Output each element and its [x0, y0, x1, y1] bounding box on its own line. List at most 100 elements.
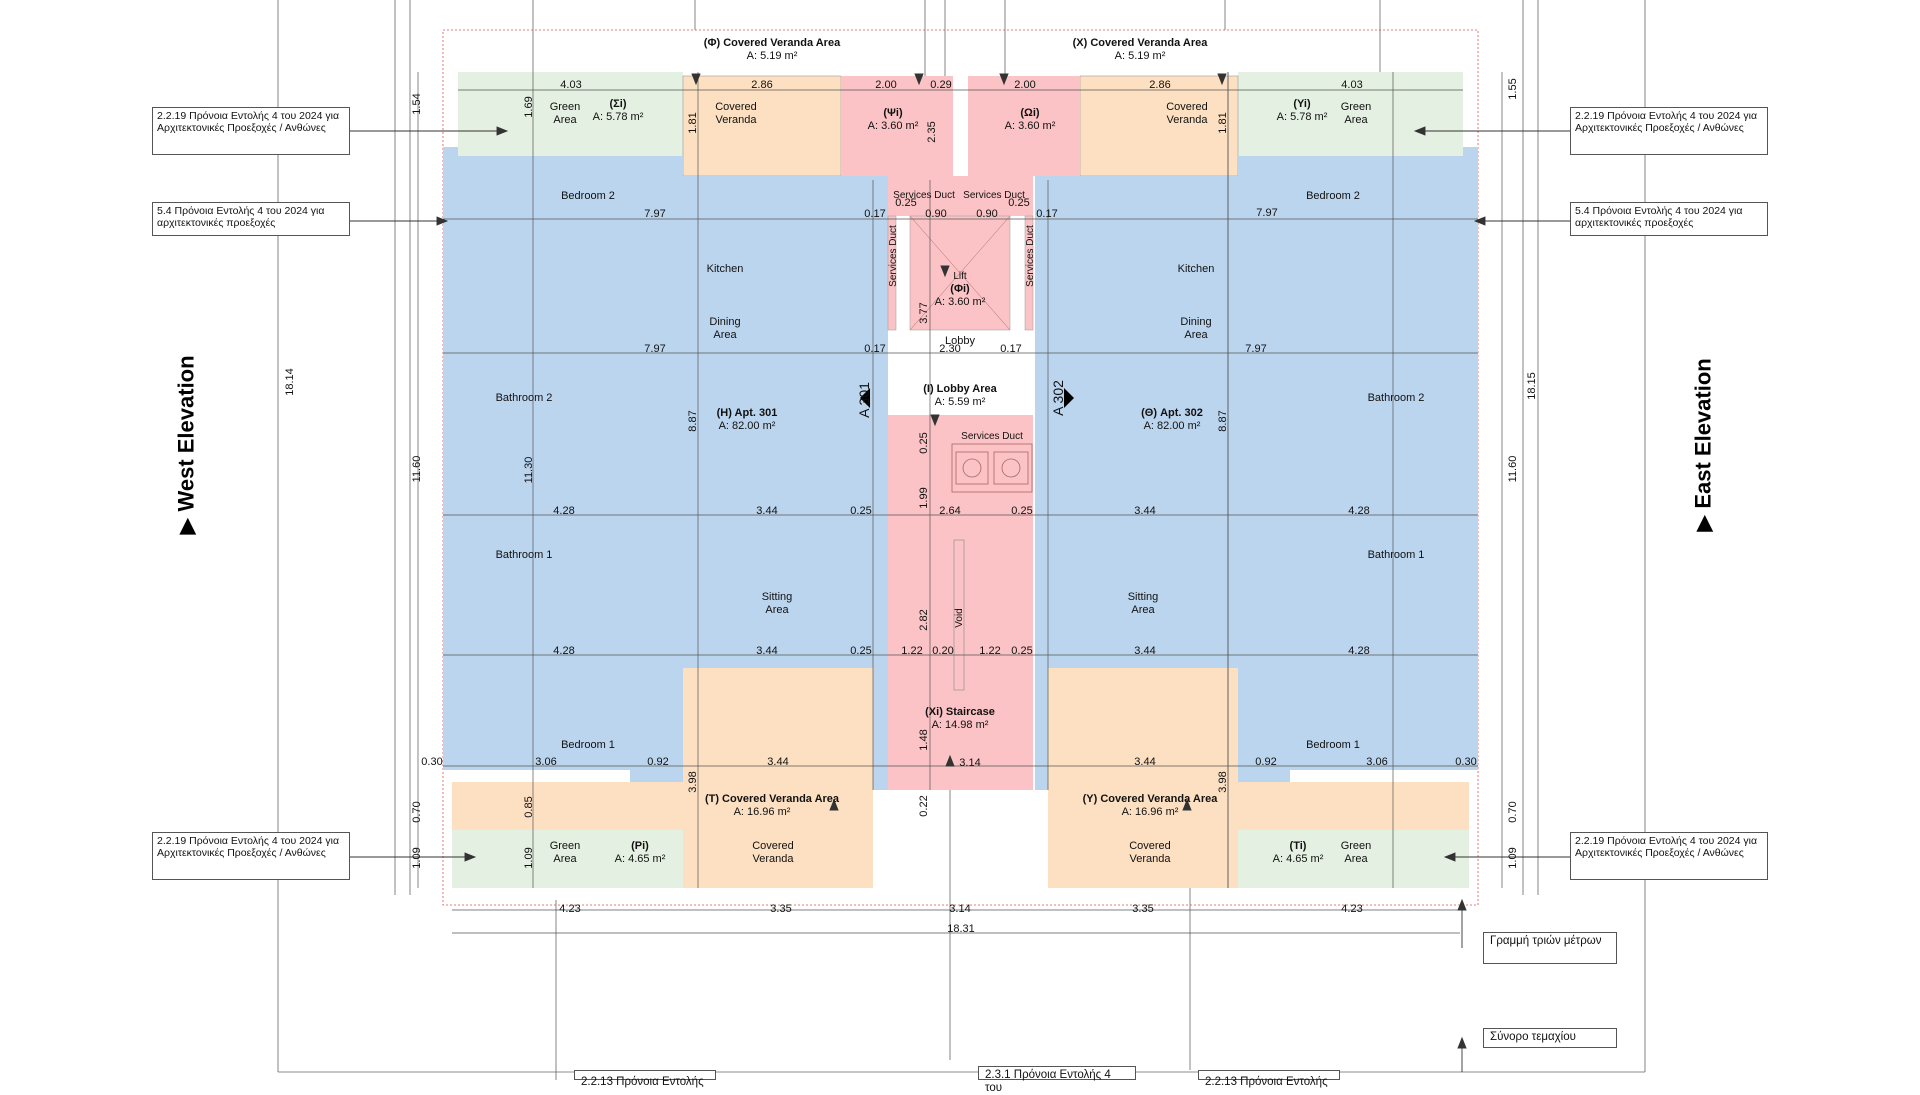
dim-344-f: 3.44 [1134, 756, 1155, 768]
label-services-duct-mid: Services Duct [961, 431, 1023, 442]
label-phi-lift-area: A: 3.60 m² [935, 296, 986, 308]
dim-797-c: 7.97 [644, 343, 665, 355]
label-covered-bottom-right-2: Veranda [1130, 853, 1172, 865]
dim-797-b: 7.97 [1256, 207, 1277, 219]
dim-v-282: 2.82 [918, 609, 930, 630]
label-void: Void [954, 608, 965, 627]
dim-v-109-b: 1.09 [523, 847, 535, 868]
note-bottom-right: 2.2.19 Πρόνοια Εντολής 4 του 2024 για Αρ… [1570, 832, 1768, 880]
dim-v-022: 0.22 [918, 795, 930, 816]
note-mid-left: 5.4 Πρόνοια Εντολής 4 του 2024 για αρχιτ… [152, 202, 350, 236]
label-green-bottom-right-1: Green [1341, 840, 1372, 852]
note-plot-boundary: Σύνορο τεμαχίου [1483, 1028, 1617, 1048]
veranda-strip-left [452, 782, 683, 830]
label-section-a302: A 302 [1050, 380, 1066, 416]
dim-428-d: 4.28 [1348, 645, 1369, 657]
dim-017-b: 0.17 [1036, 208, 1057, 220]
label-bathroom1-left: Bathroom 1 [496, 549, 553, 561]
veranda-t [683, 668, 873, 888]
apartment-302-floor [1035, 147, 1478, 790]
east-elevation-triangle-icon: ▶ [1690, 514, 1716, 532]
label-green-bottom-right-2: Area [1344, 853, 1368, 865]
dim-v-109-a: 1.09 [411, 847, 423, 868]
label-section-a301: A 301 [856, 382, 872, 418]
label-yi-area: A: 5.78 m² [1277, 111, 1328, 123]
label-sitting-left-2: Area [765, 604, 789, 616]
dim-v-1160-a: 11.60 [411, 456, 423, 483]
dim-v-1814: 18.14 [284, 368, 296, 396]
label-covered-top-right-2: Veranda [1167, 114, 1209, 126]
label-si-area: A: 5.78 m² [593, 111, 644, 123]
dim-122-b: 1.22 [979, 645, 1000, 657]
label-y-veranda: (Y) Covered Veranda Area [1083, 793, 1219, 805]
note-three-meter-line: Γραμμή τριών μέτρων [1483, 932, 1617, 964]
dim-090-a: 0.90 [925, 208, 946, 220]
dim-230: 2.30 [939, 343, 960, 355]
label-green-bottom-left-2: Area [553, 853, 577, 865]
dim-314: 3.14 [959, 757, 980, 769]
label-covered-top-left-2: Veranda [716, 114, 758, 126]
label-y-veranda-area: A: 16.96 m² [1122, 806, 1179, 818]
dim-top-403-left: 4.03 [560, 79, 581, 91]
dim-v-235: 2.35 [926, 121, 938, 142]
label-services-duct-v-left: Services Duct [888, 225, 899, 287]
label-bathroom2-left: Bathroom 2 [496, 392, 553, 404]
label-lift: Lift [953, 271, 967, 282]
label-bathroom2-right: Bathroom 2 [1368, 392, 1425, 404]
dim-top-200-right: 2.00 [1014, 79, 1035, 91]
label-services-duct-top-right: Services Duct [963, 190, 1025, 201]
label-apt301-area: A: 82.00 m² [719, 420, 776, 432]
west-elevation-title: ▶ West Elevation [174, 355, 200, 534]
label-green-top-right-1: Green [1341, 101, 1372, 113]
dim-428-a: 4.28 [553, 505, 574, 517]
dim-top-403-right: 4.03 [1341, 79, 1362, 91]
dim-v-148: 1.48 [918, 729, 930, 750]
east-elevation-label: East Elevation [1690, 358, 1716, 509]
label-covered-bottom-left-2: Veranda [753, 853, 795, 865]
dim-428-c: 4.28 [553, 645, 574, 657]
dim-030-a: 0.30 [421, 756, 442, 768]
note-bottom-cut-left: 2.2.13 Πρόνοια Εντολής [574, 1070, 716, 1088]
note-bottom-cut-right: 2.2.13 Πρόνοια Εντολής [1198, 1070, 1340, 1088]
dim-top-286-left: 2.86 [751, 79, 772, 91]
green-area-yi [1238, 72, 1463, 156]
green-area-pi [452, 830, 683, 888]
label-dining-right-2: Area [1184, 329, 1208, 341]
label-sitting-right-2: Area [1131, 604, 1155, 616]
label-ti: (Ti) [1290, 840, 1307, 852]
label-lobby-area: A: 5.59 m² [935, 396, 986, 408]
label-lobby-area-name: (I) Lobby Area [923, 383, 997, 395]
dim-bottom-423-b: 4.23 [1341, 903, 1362, 915]
label-green-bottom-left-1: Green [550, 840, 581, 852]
dim-306-a: 3.06 [535, 756, 556, 768]
label-green-top-left-2: Area [553, 114, 577, 126]
green-area-ti [1238, 830, 1469, 888]
dim-025-top-a: 0.25 [895, 197, 916, 209]
veranda-phi [682, 75, 842, 177]
note-mid-right: 5.4 Πρόνοια Εντολής 4 του 2024 για αρχιτ… [1570, 202, 1768, 236]
core-duct-left [887, 215, 897, 331]
dim-344-b: 3.44 [1134, 505, 1155, 517]
label-bedroom1-left: Bedroom 1 [561, 739, 615, 751]
label-psi-area: A: 3.60 m² [868, 120, 919, 132]
label-covered-top-left-1: Covered [715, 101, 757, 113]
dim-v-181-b: 1.81 [1217, 112, 1229, 133]
note-bottom-cut-center: 2.3.1 Πρόνοια Εντολής 4 του [978, 1066, 1136, 1094]
dim-v-070-a: 0.70 [411, 801, 423, 822]
core-services-top [888, 176, 1033, 216]
dim-bottom-423-a: 4.23 [559, 903, 580, 915]
label-omega-area: A: 3.60 m² [1005, 120, 1056, 132]
dim-v-085: 0.85 [523, 796, 535, 817]
dim-344-a: 3.44 [756, 505, 777, 517]
dim-122-a: 1.22 [901, 645, 922, 657]
dim-030-b: 0.30 [1455, 756, 1476, 768]
label-omega: (Ωi) [1020, 107, 1040, 119]
dim-025-c: 0.25 [850, 645, 871, 657]
dim-v-398-a: 3.98 [687, 771, 699, 792]
dim-306-b: 3.06 [1366, 756, 1387, 768]
label-chi-veranda-area: A: 5.19 m² [1115, 50, 1166, 62]
dim-bottom-335-a: 3.35 [770, 903, 791, 915]
dim-017-c: 0.17 [864, 343, 885, 355]
label-covered-bottom-right-1: Covered [1129, 840, 1171, 852]
